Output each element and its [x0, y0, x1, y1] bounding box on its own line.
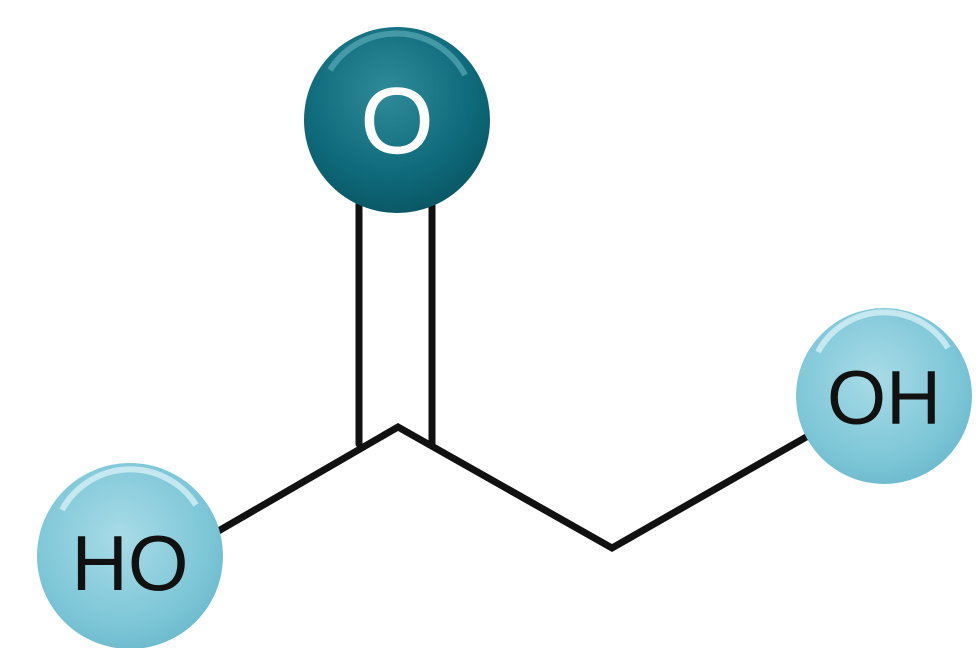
- hydroxyl-right-highlight: [815, 309, 951, 354]
- oxygen-label: O: [360, 68, 433, 173]
- oxygen-atom-sphere: [304, 27, 490, 213]
- hydroxyl-right-label: OH: [827, 356, 941, 441]
- atom-hydroxyl-left: HO: [37, 463, 223, 648]
- hydroxyl-left-sphere: [37, 463, 223, 648]
- oxygen-atom-highlight: [327, 30, 468, 77]
- hydroxyl-right-sphere: [796, 308, 972, 484]
- bonds: [204, 192, 826, 553]
- atom-hydroxyl-right: OH: [796, 308, 972, 484]
- carbon-chain-bond: [204, 422, 826, 553]
- hydroxyl-left-highlight: [59, 466, 199, 512]
- atom-oxygen-double: O: [304, 27, 490, 213]
- hydroxyl-left-label: HO: [72, 519, 189, 607]
